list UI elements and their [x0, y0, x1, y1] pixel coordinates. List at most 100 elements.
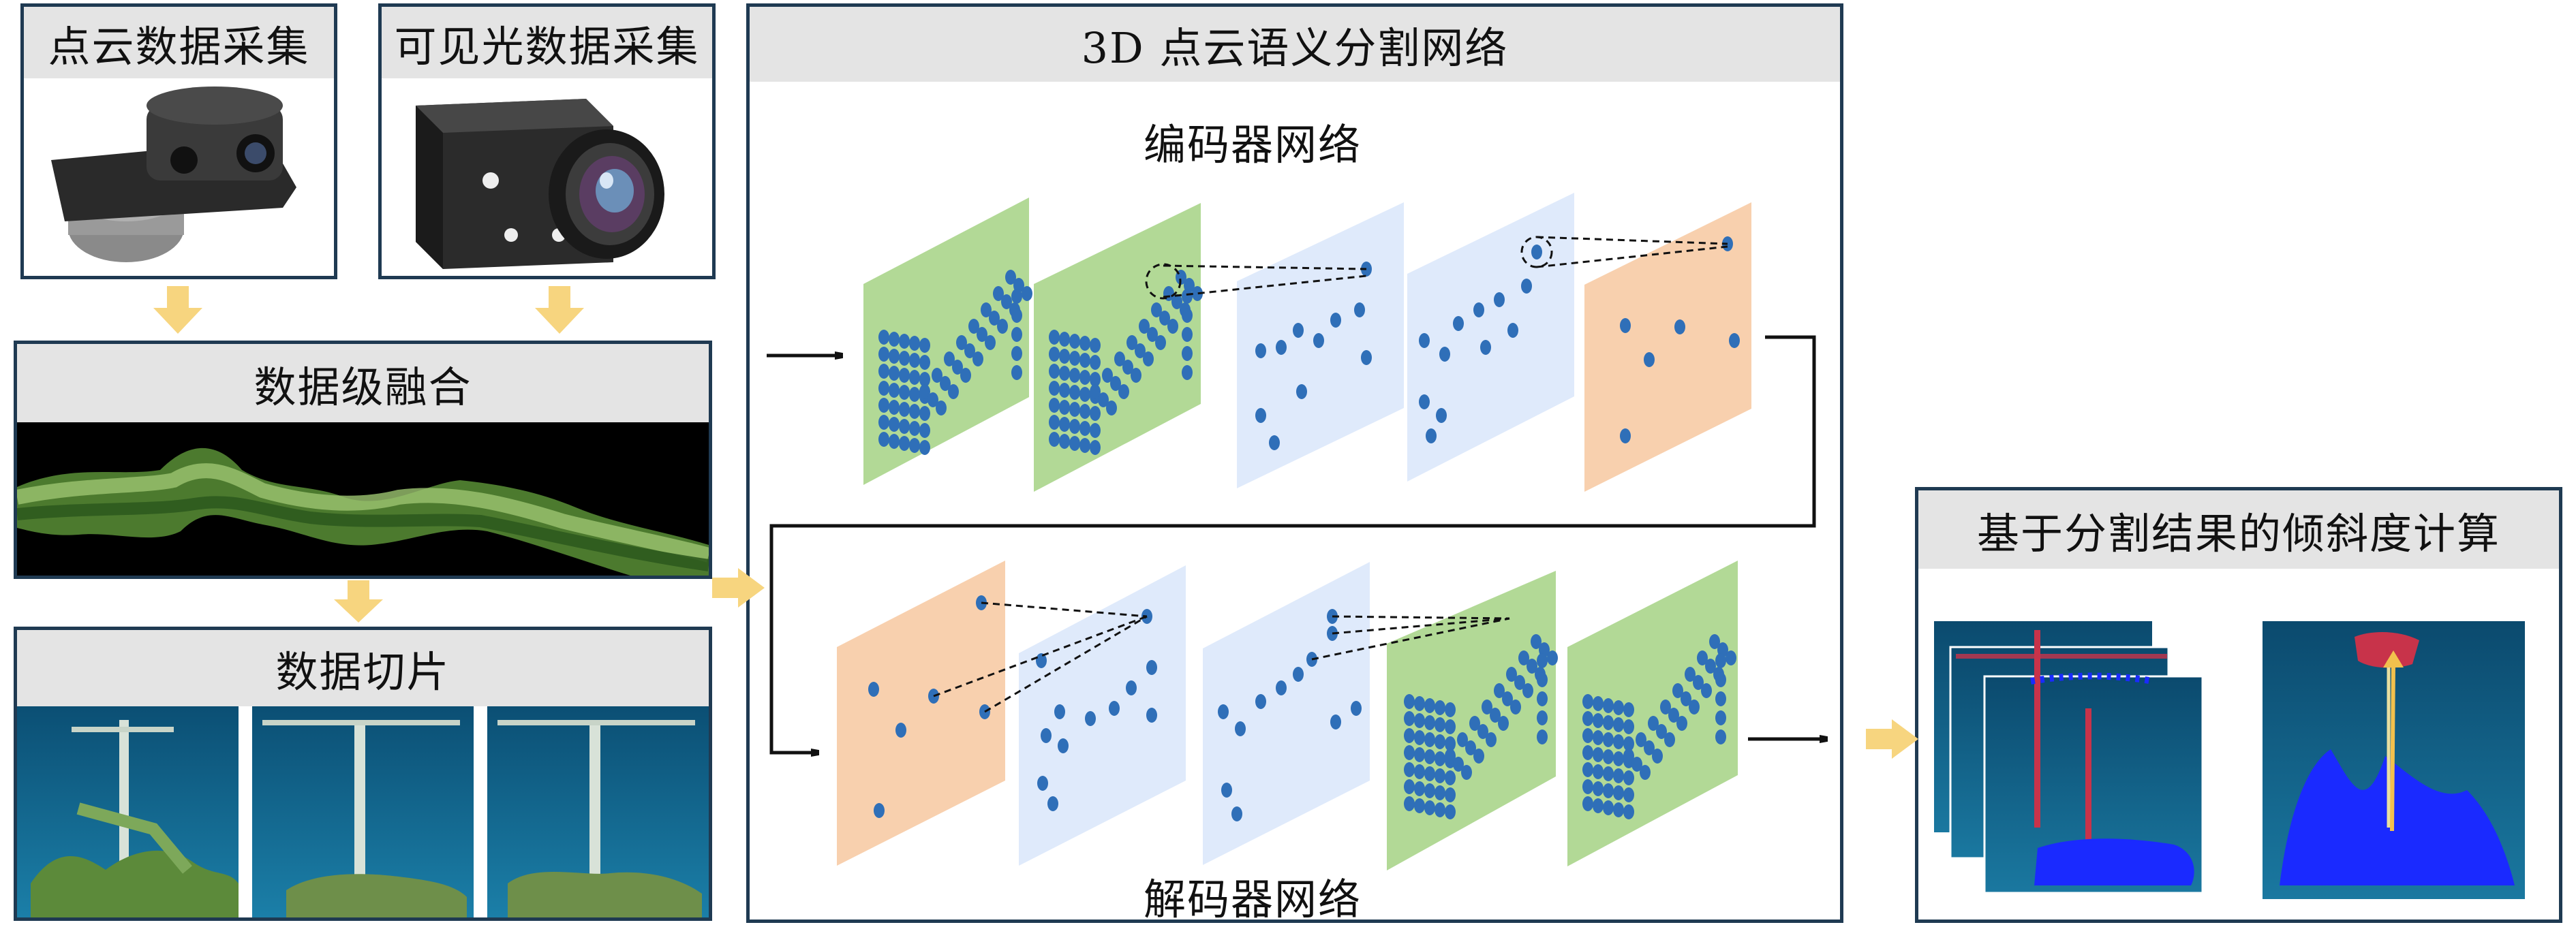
point-dot [1361, 350, 1372, 365]
point-dot [997, 319, 1008, 334]
point-dot [1235, 721, 1246, 736]
point-dot [889, 417, 900, 432]
point-dot [1494, 292, 1505, 307]
camera-module-image [416, 99, 664, 269]
point-dot [1414, 747, 1425, 762]
point-dot [1603, 749, 1614, 764]
point-dot [1527, 659, 1537, 674]
point-dot [1715, 729, 1726, 744]
point-dot [1697, 650, 1708, 665]
point-dot [919, 406, 930, 421]
point-dot [1623, 719, 1634, 734]
encoder-planes [863, 193, 1751, 492]
point-dot [1672, 683, 1683, 698]
point-dot [1049, 347, 1060, 362]
point-dot [1726, 650, 1736, 665]
data-slicing-panel: 数据切片 [14, 627, 712, 921]
flow-arrow-to-result [1866, 719, 1918, 759]
encoder-plane-2 [1034, 203, 1201, 492]
point-dot [1414, 713, 1425, 728]
segmentation-network-title: 3D 点云语义分割网络 [750, 7, 1840, 82]
point-dot [1537, 653, 1548, 668]
point-dot [1435, 768, 1445, 783]
point-dot [1404, 796, 1415, 811]
point-dot [1453, 757, 1464, 772]
point-dot [1445, 736, 1456, 751]
point-dot [1510, 700, 1521, 714]
point-dot [1011, 308, 1022, 323]
point-dot [1354, 302, 1365, 317]
point-dot [1049, 398, 1060, 413]
point-dot [1069, 436, 1080, 451]
point-dot [899, 385, 910, 400]
point-dot [1613, 785, 1624, 800]
point-dot [1644, 740, 1655, 755]
point-dot [1001, 294, 1012, 309]
point-dot [1507, 323, 1518, 338]
point-dot [1424, 766, 1435, 781]
point-dot [919, 355, 930, 370]
point-dot [1469, 716, 1480, 731]
point-dot [964, 343, 975, 358]
point-dot [1118, 384, 1129, 399]
decoder-plane-1 [837, 561, 1005, 866]
point-dot [1435, 802, 1445, 817]
point-dot [1143, 351, 1154, 366]
point-dot [1330, 313, 1341, 328]
point-dot [1473, 749, 1484, 764]
point-dot [927, 392, 938, 407]
point-dot [1182, 308, 1193, 323]
point-dot [940, 376, 951, 391]
point-dot [985, 335, 996, 350]
point-dot [1404, 694, 1415, 709]
point-dot [1414, 798, 1425, 813]
point-dot [1435, 751, 1445, 766]
point-dot [919, 338, 930, 353]
point-dot [1522, 683, 1533, 698]
point-dot [874, 803, 885, 818]
point-dot [889, 383, 900, 398]
point-dot [1090, 372, 1101, 387]
point-dot [1005, 270, 1016, 285]
point-dot [919, 440, 930, 455]
point-dot [1069, 368, 1080, 383]
point-dot [1582, 728, 1593, 743]
point-dot [977, 327, 987, 342]
point-dot [1151, 302, 1162, 317]
point-dot [1445, 804, 1456, 819]
point-dot [1404, 779, 1415, 794]
point-dot [1613, 802, 1624, 817]
flow-arrow-to-network [712, 568, 765, 608]
point-dot [1498, 716, 1509, 731]
point-dot [1090, 423, 1101, 438]
point-dot [944, 351, 955, 366]
point-dot [1419, 333, 1430, 348]
point-dot [889, 366, 900, 381]
point-dot [1255, 408, 1266, 423]
point-dot [1547, 650, 1558, 665]
point-dot [1404, 745, 1415, 760]
point-dot [1036, 653, 1047, 668]
point-dot [1404, 711, 1415, 726]
point-dot [1058, 738, 1069, 753]
point-dot [1531, 634, 1542, 649]
point-dot [1085, 711, 1096, 726]
point-dot [1404, 728, 1415, 743]
point-dot [1049, 432, 1060, 447]
point-dot [909, 387, 920, 402]
point-dot [1664, 732, 1675, 747]
point-dot [1109, 701, 1120, 716]
point-dot [1059, 349, 1070, 364]
encoder-label: 编码器网络 [1144, 120, 1362, 170]
point-dot [936, 400, 947, 415]
point-dot [981, 302, 992, 317]
point-dot [1623, 770, 1634, 785]
point-dot [868, 682, 879, 697]
point-dot [1255, 343, 1266, 358]
point-dot [1582, 711, 1593, 726]
point-dot [1613, 717, 1624, 732]
point-dot [1652, 749, 1663, 764]
point-dot [1486, 732, 1497, 747]
fused-pointcloud-image [17, 422, 709, 576]
point-dot [1582, 762, 1593, 777]
